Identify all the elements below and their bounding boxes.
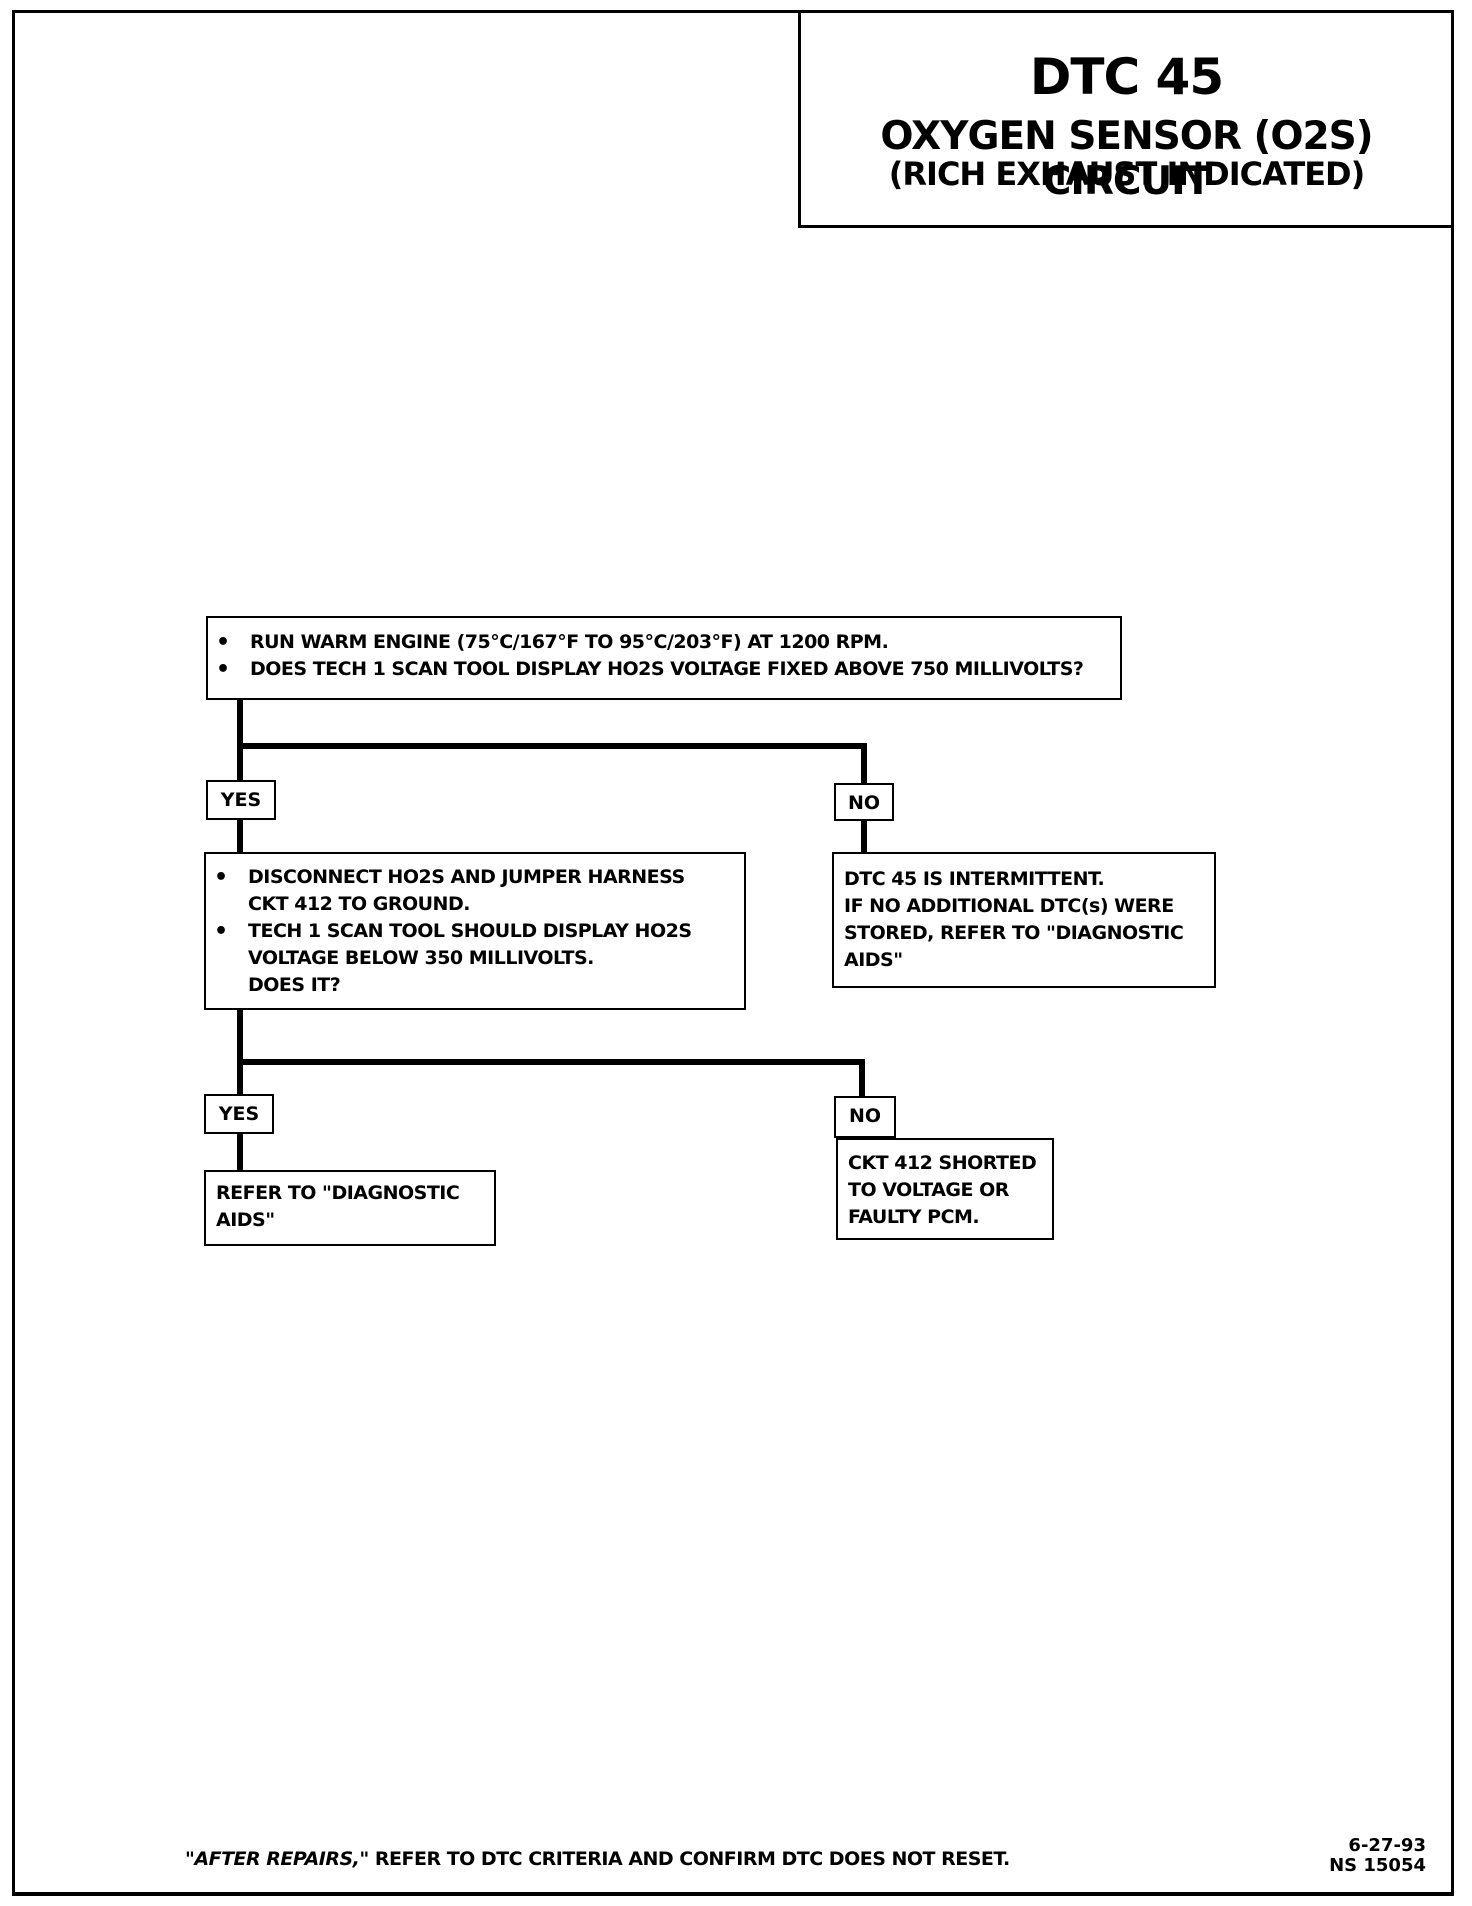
result-line: AIDS" — [216, 1209, 275, 1231]
step2-no-label: NO — [834, 1096, 896, 1138]
result-line: IF NO ADDITIONAL DTC(s) WERE — [844, 895, 1174, 917]
step2-bullet-line: TECH 1 SCAN TOOL SHOULD DISPLAY HO2S — [248, 920, 692, 942]
step2-yes-result-box: REFER TO "DIAGNOSTIC AIDS" — [204, 1170, 496, 1246]
step2-bullet-line: DISCONNECT HO2S AND JUMPER HARNESS — [248, 866, 685, 888]
step2-box: DISCONNECT HO2S AND JUMPER HARNESS CKT 4… — [204, 852, 746, 1010]
result-line: DTC 45 IS INTERMITTENT. — [844, 868, 1105, 890]
circuit-title: OXYGEN SENSOR (O2S) CIRCUIT — [880, 114, 1373, 204]
result-line: TO VOLTAGE OR — [848, 1179, 1009, 1201]
result-line: STORED, REFER TO "DIAGNOSTIC — [844, 922, 1184, 944]
step1-box: RUN WARM ENGINE (75°C/167°F TO 95°C/203°… — [206, 616, 1122, 700]
after-repairs-text: REFER TO DTC CRITERIA AND CONFIRM DTC DO… — [368, 1848, 1010, 1870]
condition-subtitle: (RICH EXHAUST INDICATED) — [888, 155, 1365, 193]
step2-bullet: DISCONNECT HO2S AND JUMPER HARNESS CKT 4… — [206, 864, 744, 918]
result-line: REFER TO "DIAGNOSTIC — [216, 1182, 460, 1204]
step1-bullet: RUN WARM ENGINE (75°C/167°F TO 95°C/203°… — [208, 629, 1120, 656]
after-repairs-note: "AFTER REPAIRS," REFER TO DTC CRITERIA A… — [185, 1848, 1010, 1870]
step1-yes-label: YES — [206, 780, 276, 820]
step2-bullet-line: DOES IT? — [248, 974, 341, 996]
result-line: AIDS" — [844, 949, 903, 971]
step1-no-result-box: DTC 45 IS INTERMITTENT. IF NO ADDITIONAL… — [832, 852, 1216, 988]
step2-bullet-line: VOLTAGE BELOW 350 MILLIVOLTS. — [248, 947, 594, 969]
step2-bullet: TECH 1 SCAN TOOL SHOULD DISPLAY HO2S VOL… — [206, 918, 744, 999]
step2-yes-label: YES — [204, 1094, 274, 1134]
step2-no-result-box: CKT 412 SHORTED TO VOLTAGE OR FAULTY PCM… — [836, 1138, 1054, 1240]
step1-no-label: NO — [834, 783, 894, 821]
document-number: NS 15054 — [1329, 1855, 1426, 1876]
document-reference: 6-27-93 NS 15054 — [1329, 1836, 1426, 1876]
result-line: CKT 412 SHORTED — [848, 1152, 1037, 1174]
after-repairs-emphasis: "AFTER REPAIRS," — [185, 1848, 369, 1870]
step1-bullet: DOES TECH 1 SCAN TOOL DISPLAY HO2S VOLTA… — [208, 656, 1120, 683]
page-frame — [12, 10, 1454, 1896]
step2-bullet-line: CKT 412 TO GROUND. — [248, 893, 470, 915]
document-date: 6-27-93 — [1348, 1835, 1426, 1856]
dtc-code-title: DTC 45 — [1029, 48, 1224, 106]
result-line: FAULTY PCM. — [848, 1206, 980, 1228]
title-block: DTC 45 OXYGEN SENSOR (O2S) CIRCUIT (RICH… — [798, 12, 1452, 228]
